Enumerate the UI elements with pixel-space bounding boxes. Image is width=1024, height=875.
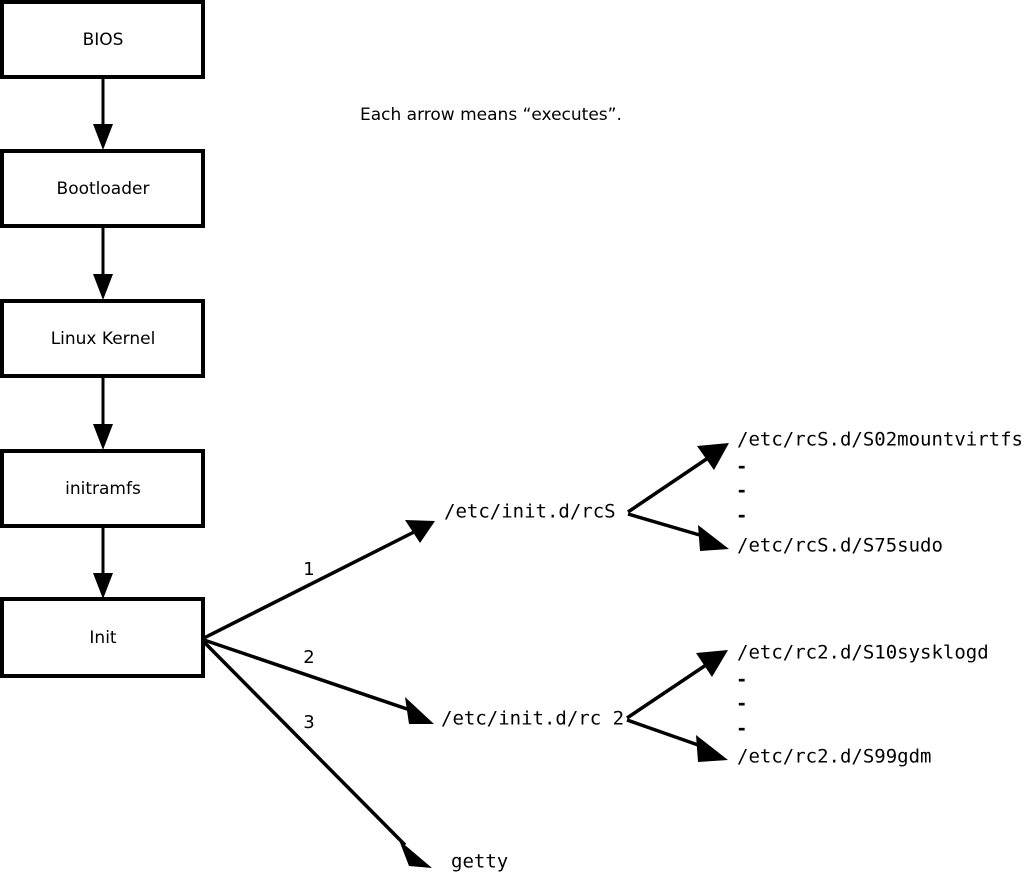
arrow-kernel-to-initramfs — [93, 376, 113, 450]
arrow-shaft — [626, 718, 702, 748]
bootloader-box-rect — [0, 149, 205, 228]
kernel-box-label: Linux Kernel — [51, 329, 156, 349]
arrow-rcs-to-first-script — [627, 443, 729, 514]
label-rc2-first-script: /etc/rc2.d/S10sysklogd — [737, 642, 989, 664]
rcs-ellipsis-dash-1: - — [736, 456, 747, 478]
diagram-caption: Each arrow means “executes”. — [360, 105, 622, 125]
kernel-box-rect — [0, 299, 205, 378]
arrow-initramfs-to-init — [93, 526, 113, 599]
arrow-rc2-to-first-script — [626, 650, 728, 720]
arrow-shaft — [203, 638, 411, 712]
arrow-head-icon — [93, 274, 113, 300]
arrow-head-icon — [698, 525, 729, 551]
arrow-head-icon — [399, 840, 432, 868]
label-getty: getty — [451, 851, 508, 873]
arrow-init-to-rc2 — [203, 638, 434, 724]
arrow-head-icon — [696, 650, 728, 677]
arrow-rc2-to-last-script — [626, 718, 728, 762]
label-rc2-last-script: /etc/rc2.d/S99gdm — [737, 746, 931, 768]
rc2-ellipsis-dash-1: - — [736, 669, 747, 691]
box-bios: BIOS — [0, 0, 205, 79]
arrow-head-icon — [93, 124, 113, 150]
arrow-head-icon — [696, 735, 728, 762]
label-rcs-last-script: /etc/rcS.d/S75sudo — [737, 535, 943, 557]
arrow-shaft — [626, 663, 707, 720]
box-initramfs: initramfs — [0, 449, 205, 528]
arrow-head-icon — [405, 520, 435, 543]
init-box-rect — [0, 597, 205, 678]
rcs-ellipsis-dash-2: - — [736, 480, 747, 502]
arrow-rcs-to-last-script — [627, 512, 729, 551]
branch-number-3: 3 — [303, 712, 314, 733]
bios-box-label: BIOS — [83, 30, 124, 50]
box-bootloader: Bootloader — [0, 149, 205, 228]
arrow-init-to-getty — [202, 640, 432, 868]
rc2-ellipsis-dash-3: - — [736, 718, 747, 740]
initramfs-box-label: initramfs — [65, 479, 141, 499]
box-linux-kernel: Linux Kernel — [0, 299, 205, 378]
branch-number-2: 2 — [303, 647, 314, 668]
arrow-shaft — [203, 528, 419, 640]
arrow-bios-to-bootloader — [93, 77, 113, 150]
rcs-ellipsis-dash-3: - — [736, 505, 747, 527]
arrow-shaft — [627, 512, 704, 538]
rc2-ellipsis-dash-2: - — [736, 693, 747, 715]
label-etc-initd-rc2: /etc/init.d/rc 2 — [441, 708, 624, 730]
branch-number-1: 1 — [303, 559, 314, 580]
label-rcs-first-script: /etc/rcS.d/S02mountvirtfs — [737, 429, 1023, 451]
arrow-head-icon — [697, 443, 729, 470]
box-init: Init — [0, 597, 205, 678]
arrow-head-icon — [93, 573, 113, 599]
bootloader-box-label: Bootloader — [57, 179, 150, 199]
arrow-shaft — [627, 456, 709, 514]
label-etc-initd-rcs: /etc/init.d/rcS — [444, 501, 616, 523]
arrow-shaft — [202, 640, 407, 847]
arrow-init-to-rcs — [203, 520, 435, 640]
arrow-head-icon — [405, 697, 434, 724]
arrow-bootloader-to-kernel — [93, 226, 113, 300]
arrow-head-icon — [93, 424, 113, 450]
init-box-label: Init — [89, 628, 117, 648]
bios-box-rect — [0, 0, 205, 79]
